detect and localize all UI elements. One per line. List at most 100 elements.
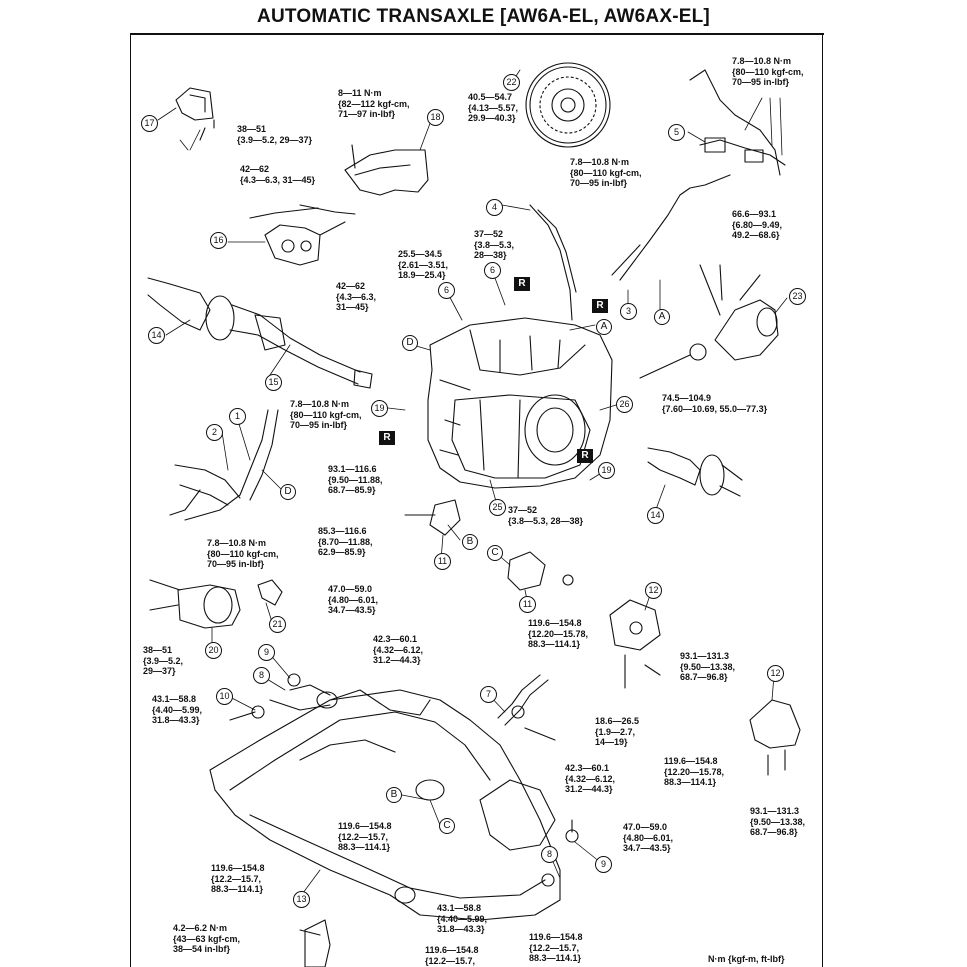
callout-14-right: 14 xyxy=(647,507,664,524)
letter-b-lower: B xyxy=(386,787,402,803)
callout-4: 4 xyxy=(486,199,503,216)
steering-shaft xyxy=(497,674,556,741)
torque-spec-30: 4.2—6.2 N·m {43—63 kgf-cm, 38—54 in-lbf} xyxy=(173,923,241,954)
torque-spec-21: 93.1—131.3 {9.50—13.38, 68.7—96.8} xyxy=(680,651,736,682)
torque-spec-15: 85.3—116.6 {8.70—11.88, 62.9—85.9} xyxy=(318,526,373,557)
callout-16: 16 xyxy=(210,232,227,249)
callout-2: 2 xyxy=(206,424,223,441)
torque-spec-13: 93.1—116.6 {9.50—11.88, 68.7—85.9} xyxy=(328,464,383,495)
letter-d-upper: D xyxy=(402,335,418,351)
torque-spec-18: 119.6—154.8 {12.20—15.78, 88.3—114.1} xyxy=(528,618,589,649)
torque-spec-32: 119.6—154.8 {12.2—15.7, 88.3—114.1} xyxy=(529,932,583,963)
callout-20: 20 xyxy=(205,642,222,659)
callout-3: 3 xyxy=(620,303,637,320)
callout-23: 23 xyxy=(789,288,806,305)
torque-spec-2: 8—11 N·m {82—112 kgf-cm, 71—97 in-lbf} xyxy=(338,88,410,119)
torque-spec-19: 38—51 {3.9—5.2, 29—37} xyxy=(143,645,184,676)
callout-11-upper: 11 xyxy=(434,553,451,570)
callout-6-upper: 6 xyxy=(484,262,501,279)
rear-mount-right xyxy=(749,699,801,776)
letter-a-upper: A xyxy=(596,319,612,335)
replace-mark-1: R xyxy=(514,277,530,291)
callout-26: 26 xyxy=(616,396,633,413)
shift-cable xyxy=(529,174,731,321)
torque-spec-31: 43.1—58.8 {4.40—5.99, 31.8—43.3} xyxy=(437,903,488,934)
callout-21: 21 xyxy=(269,616,286,633)
callout-22: 22 xyxy=(503,74,520,91)
callout-8-left: 8 xyxy=(253,667,270,684)
frame-right-border xyxy=(822,35,823,967)
torque-spec-28: 93.1—131.3 {9.50—13.38, 68.7—96.8} xyxy=(750,806,806,837)
letter-c-lower: C xyxy=(439,818,455,834)
torque-spec-3: 40.5—54.7 {4.13—5.57, 29.9—40.3} xyxy=(468,92,519,123)
oil-cooler-hoses xyxy=(169,409,279,521)
callout-13: 13 xyxy=(293,891,310,908)
callout-6-lower: 6 xyxy=(438,282,455,299)
torque-spec-24: 119.6—154.8 {12.20—15.78, 88.3—114.1} xyxy=(664,756,725,787)
callout-11-lower: 11 xyxy=(519,596,536,613)
torque-spec-26: 119.6—154.8 {12.2—15.7, 88.3—114.1} xyxy=(338,821,392,852)
letter-a-lower: A xyxy=(654,309,670,325)
frame-left-border xyxy=(130,35,131,967)
right-drive-shaft xyxy=(647,447,743,497)
callout-1: 1 xyxy=(229,408,246,425)
callout-10: 10 xyxy=(216,688,233,705)
torque-spec-6: 7.8—10.8 N·m {80—110 kgf-cm, 70—95 in-lb… xyxy=(570,157,642,188)
torque-spec-9: 25.5—34.5 {2.61—3.51, 18.9—25.4} xyxy=(398,249,449,280)
callout-5: 5 xyxy=(668,124,685,141)
title-rule xyxy=(130,33,824,35)
brackets xyxy=(404,499,574,591)
replace-mark-4: R xyxy=(577,449,593,463)
rear-mount xyxy=(609,599,661,689)
starter-cover xyxy=(257,579,283,606)
callout-17: 17 xyxy=(141,115,158,132)
callout-8-right: 8 xyxy=(541,846,558,863)
replace-mark-3: R xyxy=(379,431,395,445)
torque-spec-16: 7.8—10.8 N·m {80—110 kgf-cm, 70—95 in-lb… xyxy=(207,538,279,569)
heat-shield xyxy=(344,144,429,196)
units-note: N·m {kgf-m, ft-lbf} xyxy=(708,954,785,964)
transaxle-body xyxy=(427,317,613,489)
callout-19-right: 19 xyxy=(598,462,615,479)
starter-motor xyxy=(149,579,241,629)
torque-spec-12: 7.8—10.8 N·m {80—110 kgf-cm, 70—95 in-lb… xyxy=(290,399,362,430)
transaxle-bracket xyxy=(249,204,356,266)
callout-12-lower: 12 xyxy=(767,665,784,682)
torque-spec-14: 37—52 {3.8—5.3, 28—38} xyxy=(508,505,584,526)
wiring-harness xyxy=(689,69,786,176)
torque-spec-23: 18.6—26.5 {1.9—2.7, 14—19} xyxy=(595,716,640,747)
left-drive-shaft xyxy=(147,277,373,389)
bottom-bracket xyxy=(299,919,331,967)
letter-b-upper: B xyxy=(462,534,478,550)
callout-25: 25 xyxy=(489,499,506,516)
torque-spec-22: 43.1—58.8 {4.40—5.99, 31.8—43.3} xyxy=(152,694,203,725)
torque-spec-25: 42.3—60.1 {4.32—6.12, 31.2—44.3} xyxy=(565,763,616,794)
torque-spec-11: 74.5—104.9 {7.60—10.69, 55.0—77.3} xyxy=(662,393,768,414)
engine-mount xyxy=(639,264,779,379)
torque-spec-1: 38—51 {3.9—5.2, 29—37} xyxy=(237,124,313,145)
callout-12-upper: 12 xyxy=(645,582,662,599)
replace-mark-2: R xyxy=(592,299,608,313)
callout-18: 18 xyxy=(427,109,444,126)
torque-spec-29: 119.6—154.8 {12.2—15.7, 88.3—114.1} xyxy=(211,863,265,894)
torque-spec-4: 7.8—10.8 N·m {80—110 kgf-cm, 70—95 in-lb… xyxy=(732,56,804,87)
letter-d-lower: D xyxy=(280,484,296,500)
front-crossmember xyxy=(209,689,561,921)
torque-spec-33: 119.6—154.8 {12.2—15.7, xyxy=(425,945,479,966)
callout-15: 15 xyxy=(265,374,282,391)
torque-spec-8: 37—52 {3.8—5.3, 28—38} xyxy=(474,229,515,260)
torque-spec-20: 42.3—60.1 {4.32—6.12, 31.2—44.3} xyxy=(373,634,424,665)
callout-19-left: 19 xyxy=(371,400,388,417)
callout-14-left: 14 xyxy=(148,327,165,344)
letter-c-upper: C xyxy=(487,545,503,561)
torque-spec-27: 47.0—59.0 {4.80—6.01, 34.7—43.5} xyxy=(623,822,674,853)
torque-spec-10: 42—62 {4.3—6.3, 31—45} xyxy=(336,281,377,312)
callout-7: 7 xyxy=(480,686,497,703)
torque-spec-5: 42—62 {4.3—6.3, 31—45} xyxy=(240,164,316,185)
control-links xyxy=(229,673,579,887)
page-title: AUTOMATIC TRANSAXLE [AW6A-EL, AW6AX-EL] xyxy=(257,6,710,27)
torque-spec-17: 47.0—59.0 {4.80—6.01, 34.7—43.5} xyxy=(328,584,379,615)
mount-bracket xyxy=(175,87,215,141)
torque-spec-7: 66.6—93.1 {6.80—9.49, 49.2—68.6} xyxy=(732,209,783,240)
